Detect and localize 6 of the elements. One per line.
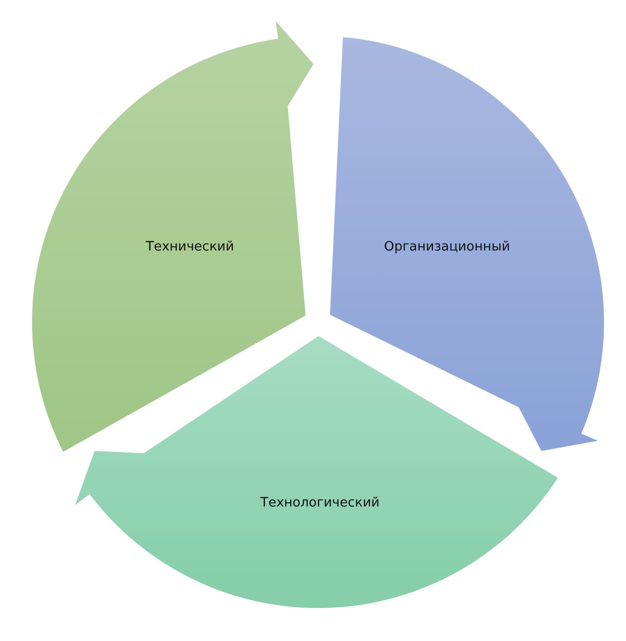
segment-label: Технический [146,240,234,254]
segment-label: Технологический [260,496,380,510]
cycle-segment [330,37,604,451]
segment-label: Организационный [384,240,510,254]
cycle-segment [32,21,314,452]
cycle-segment [75,336,558,608]
